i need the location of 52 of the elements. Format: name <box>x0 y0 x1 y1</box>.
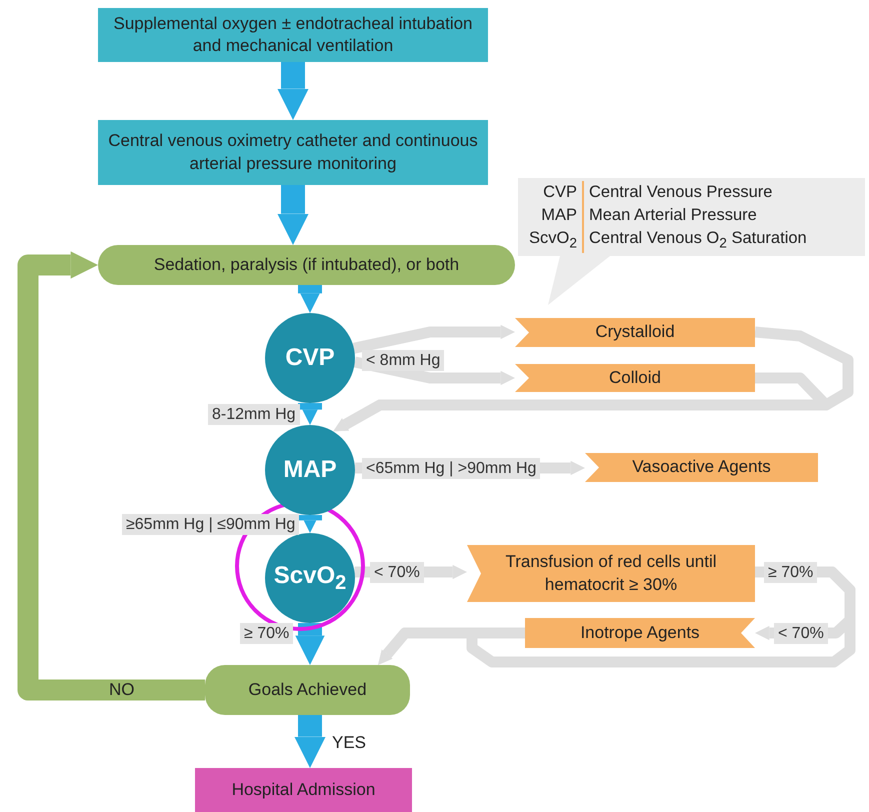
node-text: Goals Achieved <box>247 678 368 701</box>
treatment-box <box>467 545 755 602</box>
arrow <box>294 715 326 768</box>
node-text: CVP <box>285 343 335 374</box>
edge-label: YES <box>331 732 368 754</box>
node-text: MAP <box>283 455 337 486</box>
abbreviation-meaning: Central Venous O$_{2}$ Saturation <box>588 228 808 253</box>
node-text: Central venous oximetry catheter and continuous arterial pressure monitoring <box>107 130 479 174</box>
node-text: Colloid <box>608 366 662 389</box>
abbreviation-meaning: Mean Arterial Pressure <box>588 205 758 226</box>
abbreviation: ScvO$_{2}$ <box>524 227 584 253</box>
edge-label: <65mm Hg | >90mm Hg <box>362 458 540 480</box>
arrow <box>333 372 832 432</box>
arrow <box>298 403 322 425</box>
check-circle <box>265 533 355 623</box>
arrow <box>352 324 515 354</box>
edge-label: NO <box>108 679 136 701</box>
abbreviation: MAP <box>524 204 584 228</box>
edge-label: < 8mm Hg <box>362 350 444 372</box>
process-pill <box>205 665 410 715</box>
process-box <box>98 8 488 62</box>
edge-label: < 70% <box>774 623 828 644</box>
arrow <box>354 356 515 386</box>
process-pill <box>98 245 515 285</box>
treatment-box <box>515 364 755 392</box>
treatment-box <box>585 453 818 482</box>
treatment-box <box>525 618 755 648</box>
arrow <box>277 185 309 245</box>
node-text: Inotrope Agents <box>579 622 701 644</box>
edge-label: ≥ 70% <box>764 562 818 584</box>
node-text: Crystalloid <box>594 321 676 344</box>
abbreviation: CVP <box>524 181 584 204</box>
arrow <box>295 623 325 665</box>
node-text: Hospital Admission <box>230 778 376 801</box>
process-box <box>98 120 488 185</box>
node-text: Supplemental oxygen ± endotracheal intubation and mechanical ventilation <box>112 12 474 57</box>
node-text: ScvO$_{2}$ <box>274 561 346 596</box>
node-text: Transfusion of red cells until hematocrit ≥ 30% <box>504 551 718 596</box>
abbreviation-meaning: Central Venous Pressure <box>588 182 774 204</box>
edge-label: 8-12mm Hg <box>208 404 300 426</box>
arrow <box>298 515 322 533</box>
node-text: Vasoactive Agents <box>631 456 772 478</box>
arrow <box>298 285 322 313</box>
arrow <box>18 251 205 700</box>
edge-label: ≥65mm Hg | ≤90mm Hg <box>122 514 300 536</box>
edge-label: ≥ 70% <box>240 623 294 644</box>
arrow <box>378 628 525 665</box>
outcome-box <box>195 768 412 812</box>
arrow <box>277 62 309 120</box>
node-text: Sedation, paralysis (if intubated), or both <box>152 254 460 276</box>
treatment-box <box>515 318 755 347</box>
edge-label: < 70% <box>370 562 424 584</box>
